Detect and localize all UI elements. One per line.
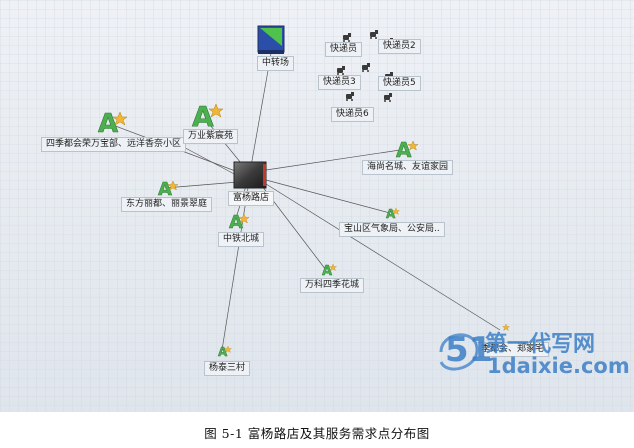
svg-text:A: A bbox=[322, 264, 332, 279]
demand-point-icon[interactable]: A bbox=[396, 138, 419, 162]
demand-point-icon[interactable]: A bbox=[192, 100, 224, 133]
courier-icon[interactable] bbox=[337, 66, 345, 75]
demand-point-icon[interactable]: A bbox=[98, 109, 128, 139]
demand-point-label: 海尚名城、友谊家园 bbox=[362, 160, 454, 175]
svg-text:A: A bbox=[396, 138, 412, 162]
courier-label: 快递员2 bbox=[378, 39, 421, 54]
courier-icon[interactable] bbox=[343, 33, 351, 42]
courier-icon[interactable] bbox=[346, 92, 354, 101]
demand-point-icon[interactable]: A bbox=[386, 207, 400, 221]
distribution-center-icon[interactable] bbox=[257, 25, 285, 54]
link-dp1b bbox=[175, 142, 239, 177]
link-dp5 bbox=[265, 149, 401, 171]
svg-text:A: A bbox=[158, 179, 172, 200]
courier-icon[interactable] bbox=[384, 93, 392, 102]
store-label: 富杨路店 bbox=[228, 191, 275, 206]
distribution-center-label: 中转场 bbox=[257, 56, 295, 71]
demand-point-icon[interactable] bbox=[502, 323, 510, 331]
demand-point-label: 四季都会荣万宝部、远洋香奈小区 bbox=[41, 137, 187, 152]
demand-point-icons: A A A A A A A bbox=[98, 100, 510, 359]
figure-caption: 图 5-1 富杨路店及其服务需求点分布图 bbox=[204, 426, 430, 441]
demand-point-label: 中铁北城 bbox=[218, 232, 265, 247]
demand-point-icon[interactable]: A bbox=[158, 179, 179, 200]
link-dp2 bbox=[205, 119, 246, 169]
courier-label: 快递员3 bbox=[318, 75, 361, 90]
demand-point-label: 宝山区气象局、公安局.. bbox=[339, 222, 445, 237]
demand-point-label: 东方丽都、丽景翠庭 bbox=[121, 197, 213, 212]
demand-point-label: 万科四季花城 bbox=[300, 278, 365, 293]
demand-point-label: 万业紫宸苑 bbox=[183, 129, 239, 144]
courier-label: 快递员 bbox=[325, 42, 363, 57]
store-icon[interactable] bbox=[233, 161, 267, 189]
demand-point-label: 季都会、郑家宅 bbox=[476, 342, 550, 357]
svg-text:A: A bbox=[98, 109, 118, 139]
courier-icon[interactable] bbox=[362, 63, 370, 72]
demand-point-icon[interactable]: A bbox=[322, 263, 337, 279]
svg-text:A: A bbox=[218, 345, 228, 359]
courier-icon[interactable] bbox=[370, 30, 378, 39]
map-scene[interactable]: A A A A A A A bbox=[0, 0, 634, 412]
demand-point-icon[interactable]: A bbox=[229, 212, 250, 233]
courier-label: 快递员6 bbox=[331, 107, 374, 122]
map-canvas[interactable]: A A A A A A A bbox=[0, 0, 634, 412]
svg-text:A: A bbox=[229, 212, 243, 233]
demand-point-label: 杨泰三村 bbox=[204, 361, 251, 376]
demand-point-icon[interactable]: A bbox=[218, 345, 232, 359]
link-dp9 bbox=[265, 183, 501, 331]
courier-label: 快递员5 bbox=[378, 76, 421, 91]
link-dp6 bbox=[265, 179, 391, 214]
link-dp3 bbox=[164, 181, 239, 189]
svg-text:A: A bbox=[386, 207, 396, 221]
svg-text:A: A bbox=[192, 100, 214, 133]
